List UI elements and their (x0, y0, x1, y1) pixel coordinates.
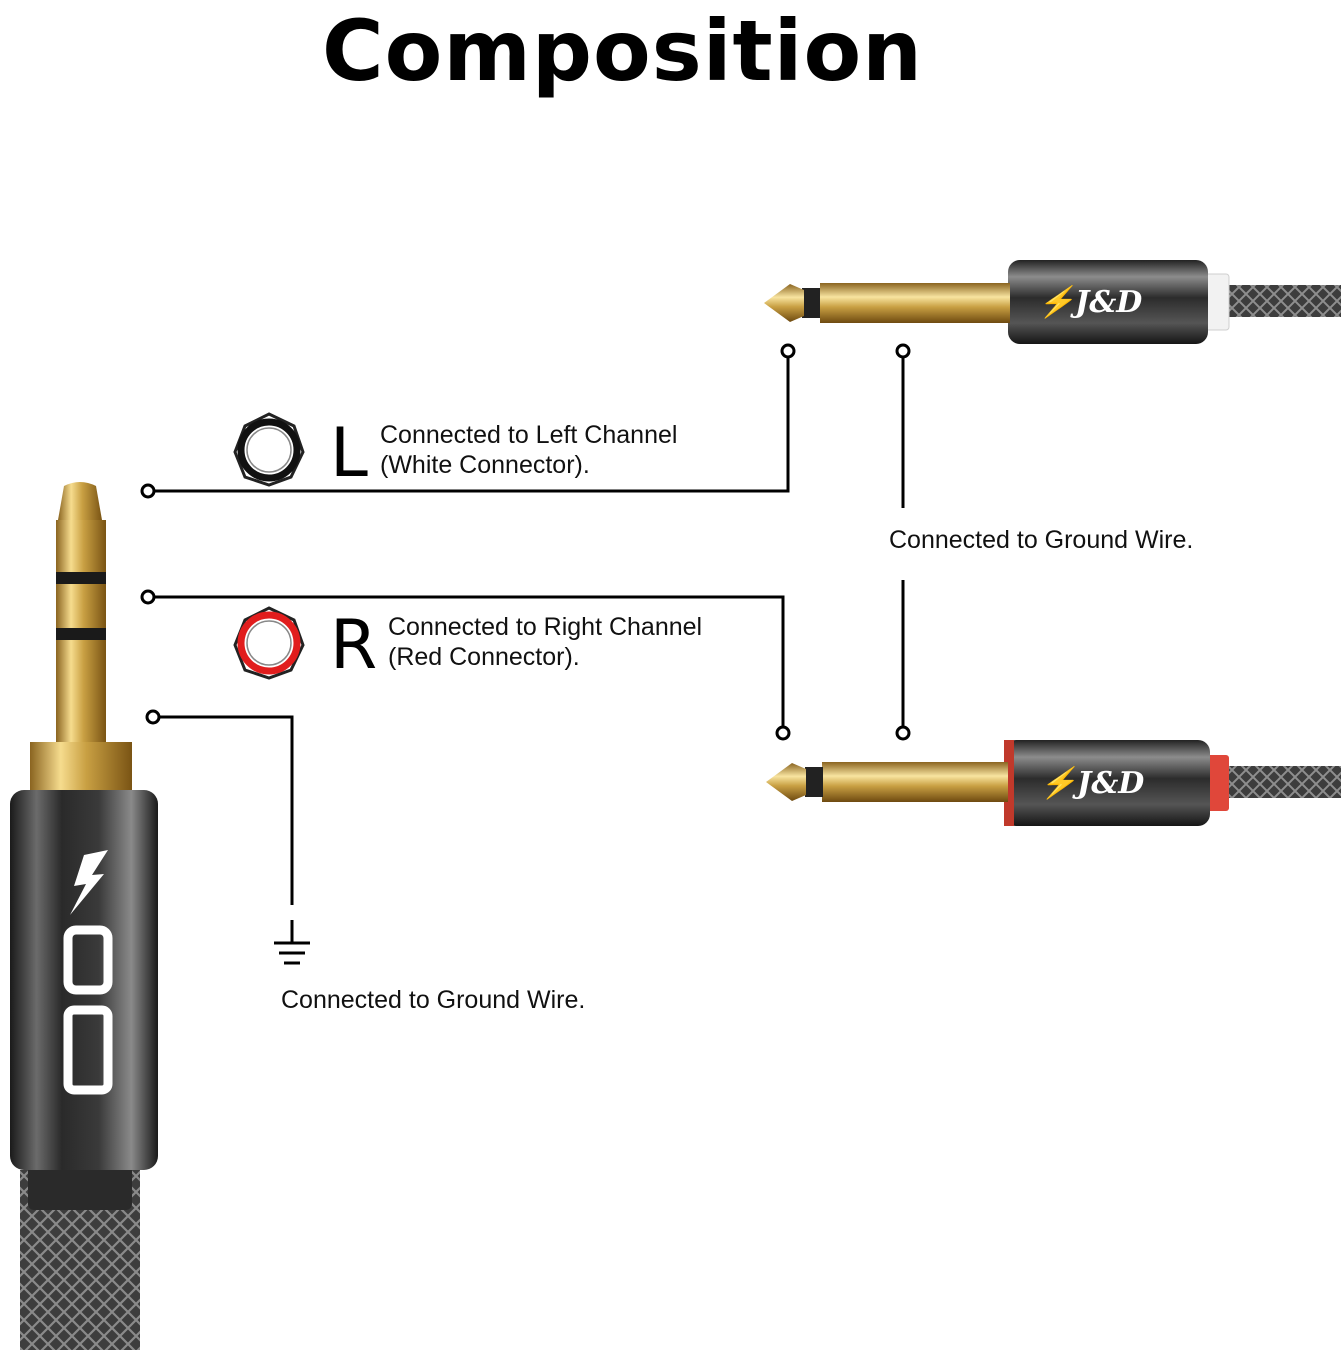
brand-logo-icon: ⚡J&D (1038, 284, 1143, 320)
left-channel-line1: Connected to Left Channel (380, 421, 678, 449)
plug-housing (10, 790, 158, 1170)
plug-insulator-ring-2 (56, 628, 106, 640)
red-accent (1004, 740, 1014, 826)
cable-boot (28, 1165, 132, 1210)
plug-tip-segment (56, 520, 106, 572)
brand-logo-icon: ⚡J&D (1040, 765, 1145, 801)
sleeve-terminal-dot (145, 709, 161, 725)
plug-tip (766, 763, 806, 801)
ground-wire-label-right: Connected to Ground Wire. (889, 526, 1194, 554)
white-connector-icon (233, 412, 305, 487)
braided-cable (1225, 285, 1341, 317)
ground-wire-label-left: Connected to Ground Wire. (281, 986, 586, 1014)
right-sleeve-terminal-dot (895, 725, 911, 741)
right-channel-wire (148, 595, 785, 733)
plug-shaft (820, 283, 1010, 323)
brand-logo-icon (63, 850, 113, 1095)
stereo-jack-plug (10, 482, 158, 1350)
plug-collar (30, 742, 132, 792)
plug-ring-segment (56, 584, 106, 628)
plug-tip (58, 482, 102, 520)
tip-terminal-dot (140, 483, 156, 499)
ring-terminal-dot (140, 589, 156, 605)
red-ring (1205, 755, 1229, 811)
plug-shaft (822, 762, 1008, 802)
plug-housing (1008, 260, 1208, 344)
terminals (140, 343, 911, 741)
mono-plug-right-red: ⚡J&D (766, 740, 1341, 826)
plug-sleeve (56, 640, 106, 745)
right-channel-line1: Connected to Right Channel (388, 613, 703, 641)
plug-tip (764, 284, 804, 322)
wires (148, 351, 905, 905)
right-channel-line2: (Red Connector). (388, 643, 580, 671)
left-tip-terminal-dot (780, 343, 796, 359)
plug-insulator-ring-1 (56, 572, 106, 584)
sleeve-ground-wire (153, 715, 294, 905)
red-connector-icon (233, 606, 305, 680)
left-channel-wire (148, 351, 790, 493)
page-title: Composition (322, 2, 923, 100)
plug-insulator (802, 288, 820, 318)
right-channel-letter: R (330, 606, 378, 685)
left-sleeve-terminal-dot (895, 343, 911, 359)
ground-symbol-icon (274, 920, 310, 965)
right-tip-terminal-dot (775, 725, 791, 741)
right-channel-description: Connected to Right Channel (Red Connecto… (388, 612, 702, 672)
left-channel-description: Connected to Left Channel (White Connect… (380, 420, 677, 480)
left-channel-line2: (White Connector). (380, 451, 590, 479)
left-channel-letter: L (330, 414, 368, 493)
mono-plug-left-white: ⚡J&D (764, 260, 1341, 344)
plug-housing (1004, 740, 1210, 826)
braided-cable (1225, 766, 1341, 798)
white-ring (1204, 273, 1230, 331)
plug-insulator (805, 767, 823, 797)
